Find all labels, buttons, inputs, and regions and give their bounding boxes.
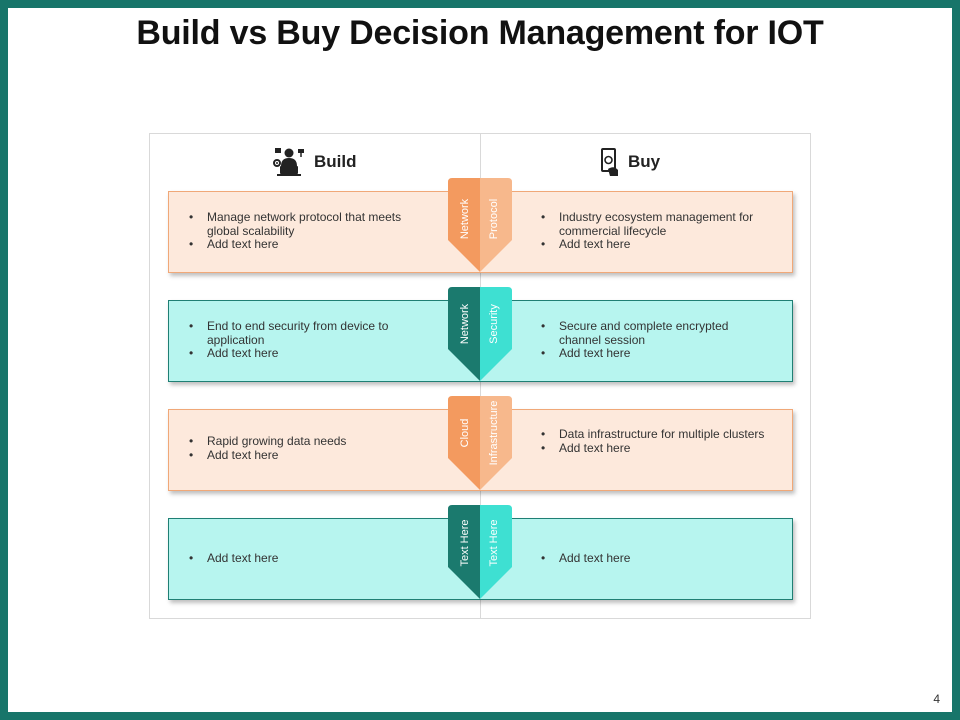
row-4-left-arrow-label: Text Here xyxy=(459,519,471,567)
list-item: Add text here xyxy=(539,441,769,456)
row-4-right-arrow-label: Text Here xyxy=(488,519,500,567)
list-item: Secure and complete encrypted channel se… xyxy=(539,319,769,347)
list-item: Add text here xyxy=(539,237,769,252)
list-item: Rapid growing data needs xyxy=(187,434,417,449)
list-item: Add text here xyxy=(187,237,417,252)
row-4-build-cell: Add text here xyxy=(187,551,417,566)
list-item: Add text here xyxy=(539,551,769,566)
row-1-buy-cell: Industry ecosystem management for commer… xyxy=(539,210,769,252)
row-4-right-arrow xyxy=(480,505,512,599)
row-3-arrows xyxy=(448,396,512,490)
row-1-arrows xyxy=(448,178,512,272)
person-laptop-gear-icon xyxy=(273,148,304,176)
list-item: Add text here xyxy=(187,448,417,463)
row-3-left-arrow xyxy=(448,396,480,490)
list-item: Manage network protocol that meets globa… xyxy=(187,210,417,238)
page-number: 4 xyxy=(933,692,940,706)
row-4-left-arrow xyxy=(448,505,480,599)
slide-title: Build vs Buy Decision Management for IOT xyxy=(136,14,824,52)
list-item: Add text here xyxy=(539,346,769,361)
buy-column-header: Buy xyxy=(600,146,660,178)
row-2-buy-cell: Secure and complete encrypted channel se… xyxy=(539,319,769,361)
row-2-right-arrow-label: Security xyxy=(488,304,500,344)
row-1-left-arrow-label: Network xyxy=(459,198,471,240)
list-item: End to end security from device to appli… xyxy=(187,319,417,347)
build-column-label: Build xyxy=(314,152,357,171)
row-3-right-arrow-label: Infrastructure xyxy=(488,400,500,466)
row-4-arrows xyxy=(448,505,512,599)
row-3-right-arrow xyxy=(480,396,512,490)
row-4-buy-cell: Add text here xyxy=(539,551,769,566)
list-item: Industry ecosystem management for commer… xyxy=(539,210,769,238)
row-2-right-arrow xyxy=(480,287,512,381)
row-2-left-arrow xyxy=(448,287,480,381)
row-1-build-cell: Manage network protocol that meets globa… xyxy=(187,210,417,252)
list-item: Add text here xyxy=(187,346,417,361)
list-item: Add text here xyxy=(187,551,417,566)
row-3-build-cell: Rapid growing data needs Add text here xyxy=(187,434,417,463)
buy-column-label: Buy xyxy=(628,152,661,171)
build-column-header: Build xyxy=(272,146,357,178)
hand-money-icon xyxy=(601,148,618,176)
row-2-left-arrow-label: Network xyxy=(459,303,471,345)
row-1-left-arrow xyxy=(448,178,480,272)
list-item: Data infrastructure for multiple cluster… xyxy=(539,427,769,442)
row-2-build-cell: End to end security from device to appli… xyxy=(187,319,417,361)
row-3-buy-cell: Data infrastructure for multiple cluster… xyxy=(539,427,769,456)
row-3-left-arrow-label: Cloud xyxy=(459,418,471,448)
row-1-right-arrow-label: Protocol xyxy=(488,198,500,240)
row-2-arrows xyxy=(448,287,512,381)
row-1-right-arrow xyxy=(480,178,512,272)
